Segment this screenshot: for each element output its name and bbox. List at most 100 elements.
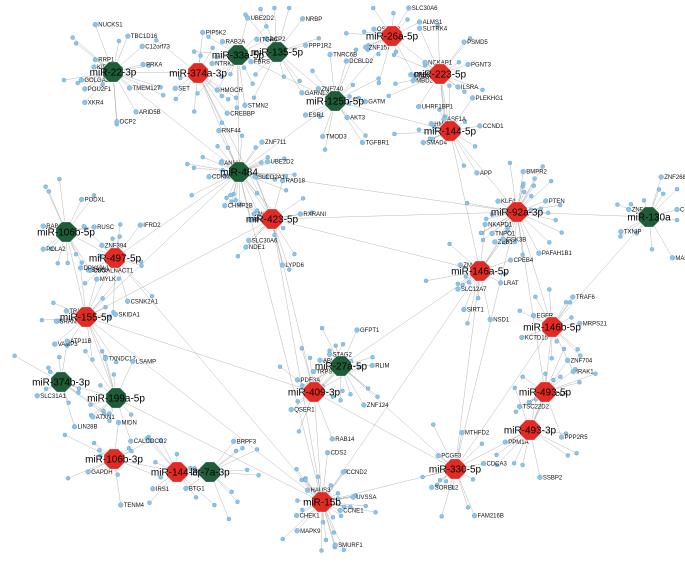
target-gene-node [487,316,493,323]
target-gene-node [129,448,134,454]
target-gene-node [431,124,437,130]
target-gene-node [259,139,265,145]
target-gene-node [191,165,197,171]
target-gene-node [265,155,270,160]
target-gene-node [216,128,222,134]
target-gene-node [299,346,304,351]
target-gene-node [40,246,46,252]
target-gene-node [322,147,328,152]
hub-edge [238,171,518,213]
target-gene-node [279,262,286,268]
target-gene-node [363,503,368,509]
target-gene-node [115,472,120,477]
target-gene-node [272,5,277,11]
target-gene-node [116,276,121,281]
target-gene-node [309,210,314,215]
target-gene-node [250,81,255,86]
target-gene-node [272,177,278,182]
target-gene-node [75,80,80,86]
target-gene-label: NTRK2 [215,62,235,68]
target-gene-node [447,241,452,247]
target-gene-node [130,358,136,364]
target-gene-node [359,139,366,146]
target-gene-label: TBC1D16 [131,34,158,40]
target-gene-node [327,351,333,358]
mirna-label: miR-374b-3p [32,378,90,389]
target-gene-node [420,474,425,480]
downregulated-mirna-node [50,371,72,393]
target-gene-node [369,362,375,369]
target-gene-label: LRAT [504,281,519,287]
target-gene-node [48,369,53,375]
target-gene-node [280,178,286,184]
target-gene-label: MTHFD2 [465,431,490,437]
target-gene-node [118,222,123,227]
target-gene-node [79,260,84,265]
target-gene-node [310,368,317,375]
target-gene-node [277,364,283,369]
target-gene-node [46,365,51,370]
target-gene-node [57,176,62,182]
target-gene-node [254,36,260,42]
target-gene-node [101,411,107,416]
target-gene-node [618,229,624,235]
target-gene-node [310,68,315,74]
target-gene-label: ALMS1 [423,20,443,26]
mirna-label: miR-130a [627,213,671,224]
target-gene-label: CCND2 [346,470,367,476]
mirna-label: miR-15b [303,498,341,509]
target-gene-label: PRKA [146,62,162,68]
target-gene-node [519,334,525,341]
target-gene-node [198,53,203,58]
target-gene-label: SKIDA1 [119,312,141,318]
target-gene-node [294,512,300,519]
mirna-label: miR-484 [220,168,258,179]
target-gene-node [259,160,264,165]
target-gene-node [252,174,258,180]
target-gene-node [329,436,335,442]
target-gene-label: IFRD2 [143,223,161,229]
target-gene-node [337,507,343,514]
hub-edge [516,211,650,218]
hub-edge [238,100,336,173]
target-gene-node [461,163,467,168]
target-gene-node [55,261,60,266]
target-gene-node [43,386,49,392]
hub-edge [115,397,323,503]
target-gene-node [40,223,46,229]
target-gene-node [565,453,570,458]
target-gene-node [191,109,197,114]
target-gene-node [512,385,517,391]
target-gene-node [248,59,254,65]
target-gene-node [281,74,286,79]
target-gene-label: ZNF740 [321,87,343,93]
target-gene-node [280,536,285,542]
target-gene-label: SLC30A6 [252,238,278,244]
target-gene-label: SLC31A1 [40,394,66,400]
target-gene-node [456,60,462,65]
target-gene-node [465,61,471,68]
target-gene-node [492,239,498,245]
target-gene-label: IRAK1 [576,370,594,376]
target-gene-label: PPM1A [508,440,528,446]
target-gene-node [375,394,380,399]
target-gene-node [77,265,84,271]
hub-edge [454,211,518,470]
target-gene-node [287,267,292,272]
target-gene-node [299,477,304,483]
target-gene-node [423,278,429,283]
target-gene-node [281,225,286,231]
target-gene-node [98,453,103,458]
target-gene-node [189,192,194,198]
downregulated-mirna-node [638,206,660,228]
target-gene-label: MYLK [100,277,116,283]
hub-edge [276,51,336,102]
target-gene-node [463,274,468,279]
target-gene-label: TENM4 [124,503,145,509]
target-gene-node [470,95,476,101]
mirna-label: miR-146a-5p [451,267,509,278]
target-gene-label: NUCKS1 [98,23,123,29]
target-gene-node [242,102,248,108]
target-gene-label: SIRT1 [467,308,485,314]
